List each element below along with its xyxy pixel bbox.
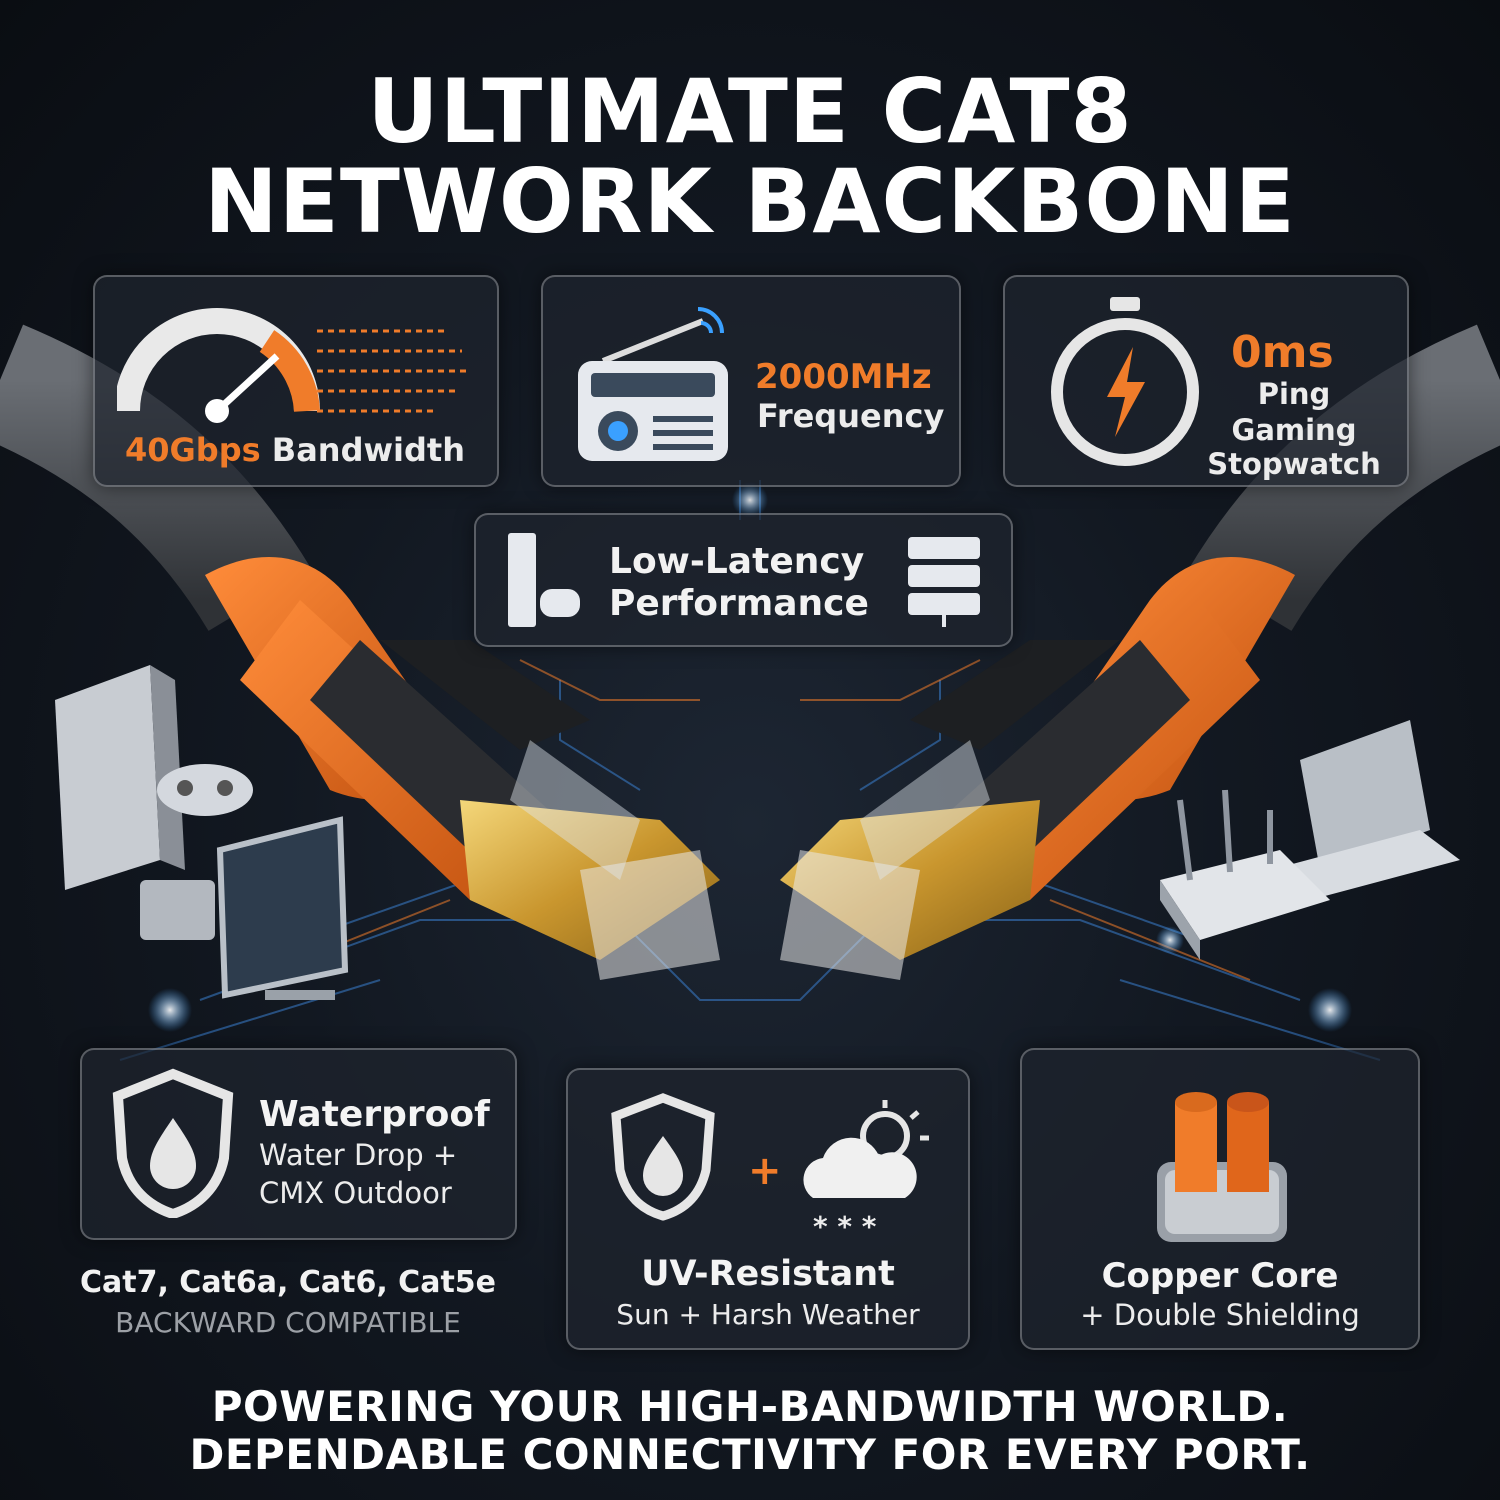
console-device (55, 665, 185, 890)
frequency-label: Frequency (757, 397, 945, 435)
uv-snow: * * * (813, 1210, 877, 1243)
waterproof-line-1: Water Drop + (259, 1138, 458, 1172)
bandwidth-card: 40Gbps Bandwidth (93, 275, 499, 487)
latency-line-1: Low-Latency (609, 541, 865, 582)
tv-icon (216, 816, 349, 1000)
ping-value: 0ms (1231, 327, 1334, 378)
console-icon (508, 533, 580, 627)
compat-line-2: BACKWARD COMPATIBLE (115, 1306, 461, 1339)
stopwatch-icon (1051, 297, 1199, 466)
speedometer-icon (117, 308, 467, 423)
title-line-1: ULTIMATE CAT8 (367, 60, 1133, 163)
shield-drop-icon (112, 1068, 234, 1218)
bandwidth-label: Bandwidth (271, 431, 465, 469)
frequency-value: 2000MHz (755, 357, 932, 397)
uv-line-1: Sun + Harsh Weather (616, 1298, 920, 1331)
handheld-device (140, 880, 215, 940)
caption-line-1: POWERING YOUR HIGH-BANDWIDTH WORLD. (211, 1382, 1289, 1431)
bandwidth-value: 40Gbps (125, 431, 261, 469)
cloud-sun-icon (803, 1100, 929, 1198)
latency-card: Low-Latency Performance (474, 513, 1013, 647)
ping-line-1: Ping (1257, 377, 1331, 411)
copper-wire-icon (1157, 1092, 1287, 1242)
ping-line-2: Gaming (1231, 413, 1357, 447)
uv-card: + * * * UV-Resistant Sun + Harsh Weather (566, 1068, 970, 1350)
caption-line-2: DEPENDABLE CONNECTIVITY FOR EVERY PORT. (189, 1430, 1311, 1479)
shield-drop-icon (611, 1093, 715, 1221)
title-line-2: NETWORK BACKBONE (204, 150, 1296, 253)
latency-line-2: Performance (609, 583, 869, 624)
copper-title: Copper Core (1101, 1256, 1339, 1296)
ping-card: 0ms Ping Gaming Stopwatch (1003, 275, 1409, 487)
copper-card: Copper Core + Double Shielding (1020, 1048, 1420, 1350)
frequency-card: 2000MHz Frequency (541, 275, 961, 487)
waterproof-title: Waterproof (259, 1094, 490, 1135)
uv-title: UV-Resistant (641, 1254, 895, 1294)
laptop-icon (1270, 720, 1460, 900)
gamepad-icon (157, 764, 253, 816)
uv-plus: + (748, 1148, 782, 1194)
radio-icon (578, 307, 728, 461)
waterproof-card: Waterproof Water Drop + CMX Outdoor (80, 1048, 517, 1240)
copper-line-1: + Double Shielding (1080, 1298, 1360, 1332)
server-icon (908, 537, 980, 627)
compat-line-1: Cat7, Cat6a, Cat6, Cat5e (79, 1265, 496, 1300)
router-icon (1160, 789, 1330, 960)
waterproof-line-2: CMX Outdoor (259, 1176, 452, 1210)
ping-line-3: Stopwatch (1207, 447, 1381, 481)
